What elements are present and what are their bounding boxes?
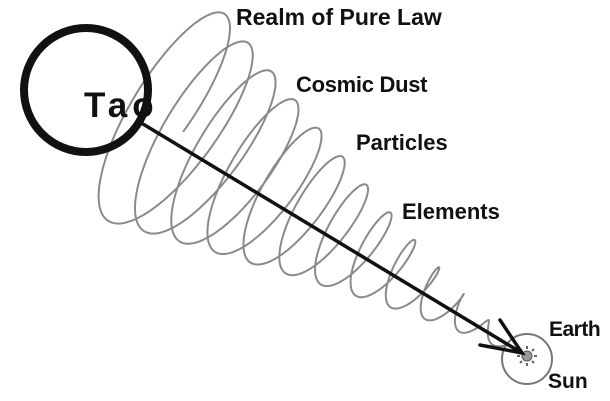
spiral-coil-path — [99, 12, 507, 346]
label-elements: Elements — [402, 199, 500, 225]
label-cosmic-dust: Cosmic Dust — [296, 72, 427, 98]
label-realm-of-pure-law: Realm of Pure Law — [236, 4, 442, 31]
label-earth: Earth — [549, 318, 600, 342]
label-sun: Sun — [548, 370, 588, 394]
spiral-coil-icon — [99, 12, 507, 346]
label-tao: Tao — [84, 86, 159, 126]
arrow-icon — [138, 121, 522, 353]
label-particles: Particles — [356, 130, 448, 156]
